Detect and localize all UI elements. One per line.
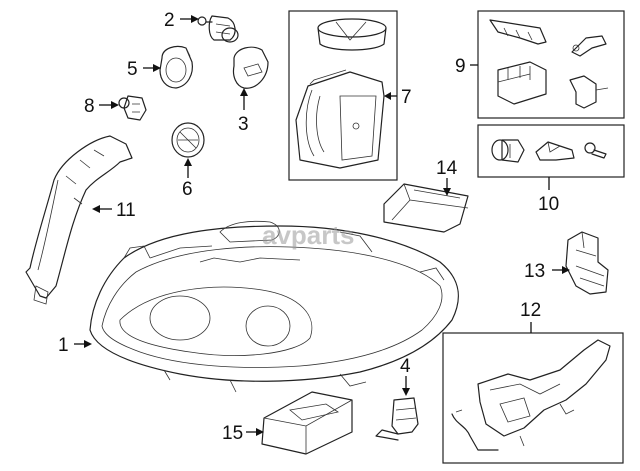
box-part-10 xyxy=(477,124,625,178)
part-13-connector xyxy=(565,231,609,295)
part-15-control-unit xyxy=(261,391,353,455)
callout-1: 1 xyxy=(58,335,69,356)
callout-10: 10 xyxy=(538,194,559,215)
part-9-brackets xyxy=(489,19,609,109)
callout-11: 11 xyxy=(116,200,136,221)
callout-2: 2 xyxy=(164,10,175,31)
callout-5: 5 xyxy=(127,59,138,80)
part-11-bracket xyxy=(25,135,133,305)
part-8-small-socket xyxy=(118,95,147,121)
callout-8: 8 xyxy=(84,96,95,117)
callout-13: 13 xyxy=(524,261,545,282)
callout-12: 12 xyxy=(520,300,541,321)
callout-6: 6 xyxy=(182,179,193,200)
part-5-cover-cap xyxy=(159,45,193,89)
part-4-bulb xyxy=(375,397,419,441)
part-7-control-module xyxy=(295,18,387,169)
box-part-12 xyxy=(442,332,624,464)
part-2-bulb-socket xyxy=(197,15,239,43)
part-3-cover xyxy=(232,46,269,89)
callout-9: 9 xyxy=(455,56,466,77)
callout-7: 7 xyxy=(401,87,412,108)
part-6-round-cap xyxy=(171,122,205,158)
part-14-module xyxy=(383,183,469,233)
callout-14: 14 xyxy=(436,158,458,179)
callout-4: 4 xyxy=(400,356,411,377)
box-part-9 xyxy=(477,10,625,119)
part-10-clips xyxy=(491,139,607,163)
watermark-text: avparts xyxy=(262,220,355,250)
part-12-harness-bracket xyxy=(451,339,611,451)
part-1-headlamp-assembly xyxy=(89,220,459,393)
callout-3: 3 xyxy=(238,114,249,135)
callout-15: 15 xyxy=(222,423,243,444)
